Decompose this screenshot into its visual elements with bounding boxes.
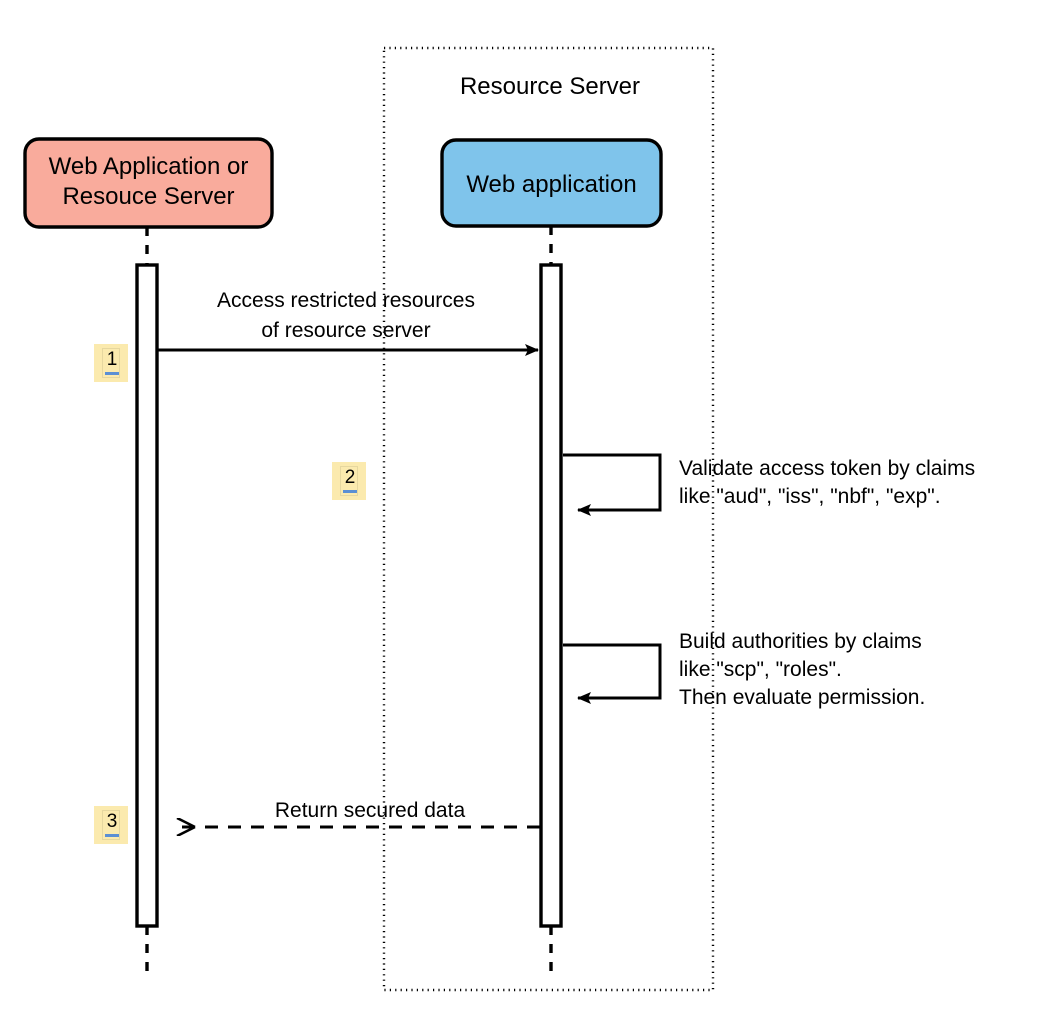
activation-bar-client <box>135 263 159 928</box>
sequence-badge-2[interactable]: 2 <box>332 462 366 500</box>
participant-label-web-application: Web application <box>466 171 637 198</box>
note-label-authorities-line2: like "scp", "roles". <box>679 658 842 681</box>
sequence-badge-3-underline <box>105 834 119 837</box>
message-label-1-line1: Access restricted resources <box>217 289 475 312</box>
participant-box-client[interactable] <box>23 137 274 229</box>
sequence-badge-1-number: 1 <box>106 349 118 370</box>
note-label-authorities-line1: Build authorities by claims <box>679 630 922 653</box>
message-label-return: Return secured data <box>274 799 466 822</box>
participant-label-client-line2: Resouce Server <box>62 183 235 210</box>
sequence-badge-1-frame: 1 <box>102 348 120 378</box>
sequence-badge-1-underline <box>105 372 119 375</box>
participant-label-client-line1: Web Application or <box>48 153 249 180</box>
self-loop-arrow-validate <box>563 453 662 516</box>
activation-bar-webapp <box>539 263 563 928</box>
sequence-badge-3-number: 3 <box>106 811 118 832</box>
sequence-badge-2-underline <box>343 490 357 493</box>
self-loop-arrow-authorities <box>563 643 662 704</box>
sequence-badge-2-number: 2 <box>344 467 356 488</box>
sequence-badge-3[interactable]: 3 <box>94 806 128 844</box>
message-label-1-line2: of resource server <box>261 319 431 342</box>
note-label-authorities-line3: Then evaluate permission. <box>679 686 926 709</box>
resource-server-frame <box>382 46 715 992</box>
sequence-badge-3-frame: 3 <box>102 810 120 840</box>
participant-box-web-application[interactable] <box>440 138 663 228</box>
note-label-validate-line2: like "aud", "iss", "nbf", "exp". <box>679 485 941 508</box>
resource-server-frame-title: Resource Server <box>459 73 641 100</box>
sequence-badge-1[interactable]: 1 <box>94 344 128 382</box>
sequence-badge-2-frame: 2 <box>340 466 358 496</box>
note-label-validate-line1: Validate access token by claims <box>679 457 976 480</box>
